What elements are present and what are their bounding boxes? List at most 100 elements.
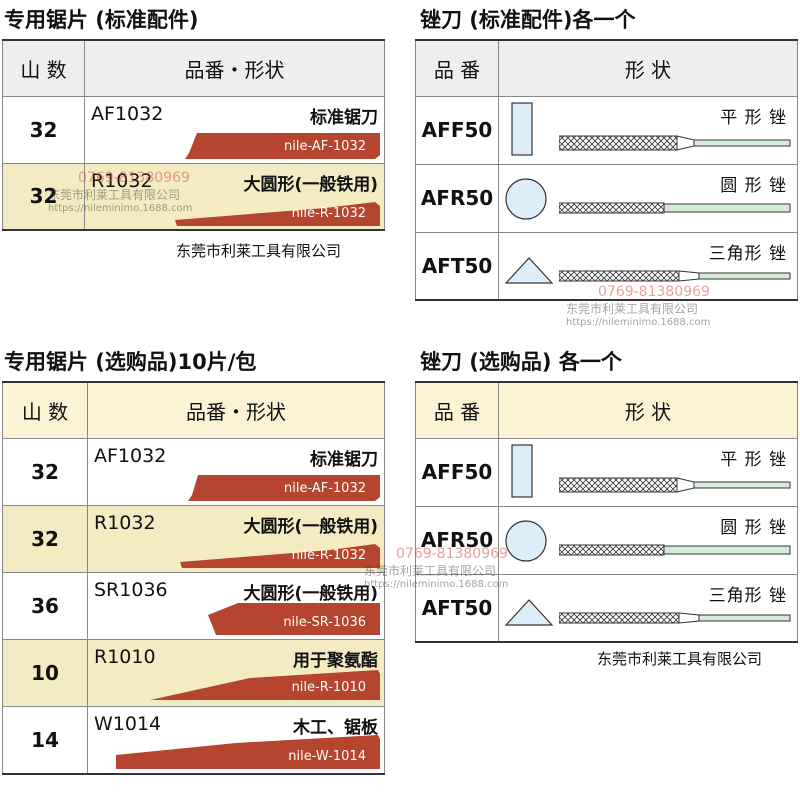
part-code: W1014	[94, 712, 162, 735]
header-teeth: 山 数	[2, 39, 85, 97]
saw-blade-image: nile-AF-1032	[188, 474, 380, 501]
teeth-count: 32	[2, 162, 85, 231]
header-code-shape: 品番・形状	[84, 39, 385, 97]
flat-file-image	[559, 476, 791, 493]
header-shape: 形 状	[498, 381, 798, 439]
file-code: AFR50	[415, 505, 499, 575]
blade-label: nile-R-1032	[291, 205, 366, 221]
file-code: AFR50	[415, 163, 499, 233]
saw-blade-image: nile-W-1014	[116, 734, 380, 769]
table-row: 32 AF1032 标准锯刀 nile-AF-1032	[2, 95, 385, 164]
saw-blade-image: nile-AF-1032	[185, 132, 380, 159]
watermark-company: 东莞市利莱工具有限公司	[48, 188, 181, 202]
opt-blades-title: 专用锯片 (选购品)10片/包	[4, 350, 257, 374]
teeth-count: 14	[2, 705, 88, 775]
watermark: 0769-81380969 东莞市利莱工具有限公司 https://nilemi…	[48, 170, 192, 214]
round-file-image	[559, 202, 791, 213]
file-name: 三角形 锉	[708, 243, 787, 264]
round-shape-icon	[505, 177, 547, 220]
header-code-shape: 品番・形状	[87, 381, 385, 439]
flat-shape-icon	[511, 101, 533, 156]
table-row: AFT50 三角形 锉	[415, 231, 798, 301]
teeth-count: 32	[2, 95, 85, 164]
part-desc: 标准锯刀	[310, 449, 378, 470]
teeth-count: 36	[2, 571, 88, 640]
std-blades-title: 专用锯片 (标准配件)	[4, 8, 199, 32]
header-shape: 形 状	[498, 39, 798, 97]
company-name: 东莞市利莱工具有限公司	[176, 242, 342, 260]
round-shape-icon	[505, 519, 547, 562]
opt-files-title: 锉刀 (选购品) 各一个	[420, 350, 622, 374]
file-name: 圆 形 锉	[720, 517, 787, 538]
flat-file-image	[559, 134, 791, 151]
file-name: 圆 形 锉	[720, 175, 787, 196]
std-blades-table: 山 数 品番・形状 32 AF1032 标准锯刀 nile-AF-1032 32…	[2, 39, 385, 231]
opt-files-table: 品 番 形 状 AFF50 平 形 锉 AFR50 圆 形 锉 AFT50	[415, 381, 798, 643]
opt-blades-table: 山 数 品番・形状 32 AF1032 标准锯刀 nile-AF-1032 32…	[2, 381, 385, 775]
file-name: 三角形 锉	[708, 585, 787, 606]
table-row: 32 R1032 大圆形(一般铁用) nile-R-1032	[2, 162, 385, 231]
table-row: AFF50 平 形 锉	[415, 95, 798, 165]
part-code: R1032	[91, 169, 153, 192]
saw-blade-image: nile-R-1010	[150, 669, 380, 700]
watermark-url: https://nileminimo.1688.com	[364, 579, 509, 590]
blade-label: nile-W-1014	[288, 748, 366, 764]
file-code: AFF50	[415, 95, 499, 165]
flat-shape-icon	[511, 443, 533, 498]
watermark-phone: 0769-81380969	[78, 170, 190, 186]
triangle-shape-icon	[504, 598, 554, 626]
part-code: AF1032	[94, 444, 167, 467]
part-code: AF1032	[91, 102, 164, 125]
header-code: 品 番	[415, 381, 499, 439]
blade-label: nile-R-1010	[291, 679, 366, 695]
watermark-company: 东莞市利莱工具有限公司	[566, 302, 699, 316]
watermark-url: https://nileminimo.1688.com	[48, 203, 193, 214]
watermark-phone: 0769-81380969	[598, 284, 710, 300]
table-row: AFR50 圆 形 锉	[415, 163, 798, 233]
teeth-count: 32	[2, 504, 88, 573]
table-row: 36 SR1036 大圆形(一般铁用) nile-SR-1036	[2, 571, 385, 640]
table-row: 32 R1032 大圆形(一般铁用) nile-R-1032	[2, 504, 385, 573]
watermark: 0769-81380969 东莞市利莱工具有限公司 https://nilemi…	[364, 546, 508, 590]
table-row: 32 AF1032 标准锯刀 nile-AF-1032	[2, 437, 385, 506]
file-code: AFF50	[415, 437, 499, 507]
round-file-image	[559, 544, 791, 555]
part-desc: 大圆形(一般铁用)	[243, 174, 378, 195]
part-desc: 大圆形(一般铁用)	[243, 583, 378, 604]
table-row: AFR50 圆 形 锉	[415, 505, 798, 575]
triangle-file-image	[559, 269, 791, 282]
part-desc: 标准锯刀	[310, 107, 378, 128]
triangle-file-image	[559, 611, 791, 624]
std-files-title: 锉刀 (标准配件)各一个	[420, 8, 636, 32]
teeth-count: 10	[2, 638, 88, 707]
saw-blade-image: nile-R-1032	[175, 198, 380, 226]
table-row: AFF50 平 形 锉	[415, 437, 798, 507]
file-code: AFT50	[415, 231, 499, 301]
blade-label: nile-SR-1036	[283, 614, 366, 630]
table-row: AFT50 三角形 锉	[415, 573, 798, 643]
header-code: 品 番	[415, 39, 499, 97]
blade-label: nile-AF-1032	[283, 480, 366, 496]
blade-label: nile-R-1032	[291, 547, 366, 563]
blade-label: nile-AF-1032	[283, 138, 366, 154]
watermark-url: https://nileminimo.1688.com	[566, 317, 711, 328]
file-code: AFT50	[415, 573, 499, 643]
header-teeth: 山 数	[2, 381, 88, 439]
file-name: 平 形 锉	[720, 107, 787, 128]
saw-blade-image: nile-R-1032	[180, 540, 380, 568]
part-code: R1032	[94, 511, 156, 534]
part-desc: 大圆形(一般铁用)	[243, 516, 378, 537]
company-name: 东莞市利莱工具有限公司	[597, 650, 763, 668]
saw-blade-image: nile-SR-1036	[208, 602, 380, 635]
watermark-company: 东莞市利莱工具有限公司	[364, 564, 497, 578]
teeth-count: 32	[2, 437, 88, 506]
triangle-shape-icon	[504, 256, 554, 284]
part-code: R1010	[94, 645, 156, 668]
watermark: 0769-81380969 东莞市利莱工具有限公司 https://nilemi…	[566, 284, 710, 328]
watermark-phone: 0769-81380969	[396, 546, 508, 562]
table-row: 10 R1010 用于聚氨酯 nile-R-1010	[2, 638, 385, 707]
file-name: 平 形 锉	[720, 449, 787, 470]
part-code: SR1036	[94, 578, 168, 601]
part-desc: 木工、锯板	[293, 717, 378, 738]
part-desc: 用于聚氨酯	[293, 650, 378, 671]
